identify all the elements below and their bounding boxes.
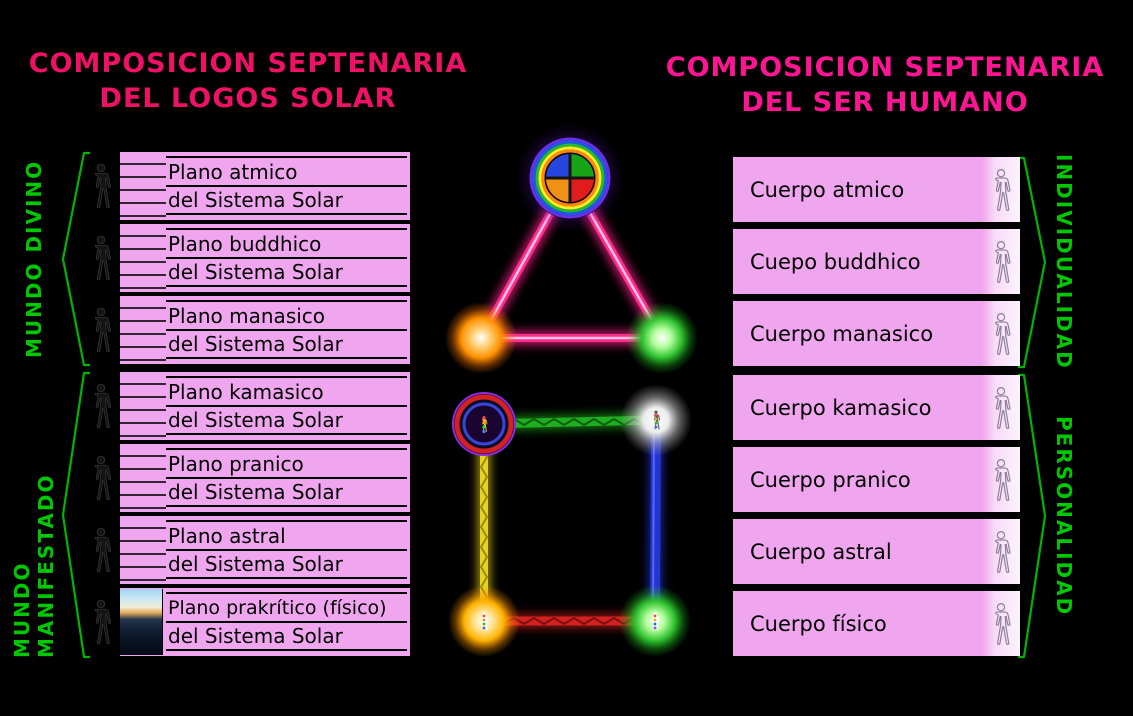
human-silhouette-icon xyxy=(83,372,118,440)
left-title-line1: COMPOSICION SEPTENARIA xyxy=(28,48,468,79)
ruled-lines xyxy=(120,224,166,292)
right-body-row-2: Cuepo buddhico xyxy=(733,229,1020,294)
right-body-row-6: Cuerpo astral xyxy=(733,519,1020,584)
right-body-row-5: Cuerpo pranico xyxy=(733,447,1020,512)
plane-label: Plano pranico del Sistema Solar xyxy=(166,448,407,508)
human-silhouette-icon xyxy=(83,152,118,220)
ruled-lines xyxy=(120,372,166,440)
human-outline-icon xyxy=(982,447,1020,512)
human-silhouette-icon xyxy=(83,224,118,292)
plane-name: Plano astral xyxy=(166,523,407,551)
label-mundo-manifestado: MUNDO MANIFESTADO xyxy=(10,473,58,658)
label-personalidad: PERSONALIDAD xyxy=(1052,415,1076,617)
left-plane-row-5: Plano pranico del Sistema Solar xyxy=(120,444,410,512)
right-body-row-1: Cuerpo atmico xyxy=(733,157,1020,222)
plane-label: Plano prakrítico (físico) del Sistema So… xyxy=(166,592,407,652)
plane-subtitle: del Sistema Solar xyxy=(166,623,407,651)
body-label: Cuerpo kamasico xyxy=(750,395,932,420)
left-plane-row-1: Plano atmico del Sistema Solar xyxy=(120,152,410,220)
seascape-photo-thumbnail xyxy=(120,589,163,655)
plane-subtitle: del Sistema Solar xyxy=(166,551,407,579)
orange-orb xyxy=(445,302,517,374)
plane-name: Plano atmico xyxy=(166,159,407,187)
plane-name: Plano buddhico xyxy=(166,231,407,259)
label-individualidad: INDIVIDUALIDAD xyxy=(1052,154,1076,370)
human-silhouette-icon xyxy=(83,516,118,584)
right-title-line2: DEL SER HUMANO xyxy=(741,87,1029,118)
right-body-row-7: Cuerpo físico xyxy=(733,591,1020,656)
body-label: Cuerpo astral xyxy=(750,539,892,564)
left-plane-row-3: Plano manasico del Sistema Solar xyxy=(120,296,410,364)
plane-name: Plano prakrítico (físico) xyxy=(166,595,407,623)
body-label: Cuepo buddhico xyxy=(750,249,921,274)
human-outline-icon xyxy=(982,375,1020,440)
green-orb xyxy=(626,302,698,374)
body-label: Cuerpo pranico xyxy=(750,467,911,492)
plane-label: Plano manasico del Sistema Solar xyxy=(166,300,407,360)
label-mundo-divino: MUNDO DIVINO xyxy=(22,159,46,359)
green-square-orb xyxy=(619,585,691,657)
plane-subtitle: del Sistema Solar xyxy=(166,331,407,359)
human-outline-icon xyxy=(982,591,1020,656)
body-label: Cuerpo atmico xyxy=(750,177,905,202)
right-body-row-4: Cuerpo kamasico xyxy=(733,375,1020,440)
ruled-lines xyxy=(120,444,166,512)
plane-name: Plano manasico xyxy=(166,303,407,331)
left-plane-row-2: Plano buddhico del Sistema Solar xyxy=(120,224,410,292)
square-edges xyxy=(479,415,661,626)
plane-label: Plano astral del Sistema Solar xyxy=(166,520,407,580)
human-silhouette-icon xyxy=(83,296,118,364)
right-personality-brace xyxy=(1018,373,1047,659)
gold-orb xyxy=(448,585,520,657)
left-title: COMPOSICION SEPTENARIA DEL LOGOS SOLAR xyxy=(28,46,468,116)
right-title-line1: COMPOSICION SEPTENARIA xyxy=(665,52,1105,83)
human-silhouette-icon xyxy=(83,444,118,512)
human-outline-icon xyxy=(982,301,1020,366)
rainbow-quadrant-orb xyxy=(516,124,624,232)
plane-subtitle: del Sistema Solar xyxy=(166,407,407,435)
right-individuality-brace xyxy=(1018,156,1047,369)
right-title: COMPOSICION SEPTENARIA DEL SER HUMANO xyxy=(652,50,1118,120)
plane-label: Plano buddhico del Sistema Solar xyxy=(166,228,407,288)
plane-label: Plano atmico del Sistema Solar xyxy=(166,156,407,216)
mandala-orb xyxy=(452,392,516,456)
plane-subtitle: del Sistema Solar xyxy=(166,479,407,507)
left-plane-row-7: Plano prakrítico (físico) del Sistema So… xyxy=(120,588,410,656)
white-orb xyxy=(620,384,692,456)
plane-label: Plano kamasico del Sistema Solar xyxy=(166,376,407,436)
human-outline-icon xyxy=(982,157,1020,222)
right-body-row-3: Cuerpo manasico xyxy=(733,301,1020,366)
body-label: Cuerpo manasico xyxy=(750,321,934,346)
body-label: Cuerpo físico xyxy=(750,611,887,636)
ruled-lines xyxy=(120,296,166,364)
left-title-line2: DEL LOGOS SOLAR xyxy=(99,83,397,114)
human-outline-icon xyxy=(982,519,1020,584)
plane-subtitle: del Sistema Solar xyxy=(166,187,407,215)
triangle-square-diagram xyxy=(445,124,698,657)
human-outline-icon xyxy=(982,229,1020,294)
plane-name: Plano pranico xyxy=(166,451,407,479)
plane-subtitle: del Sistema Solar xyxy=(166,259,407,287)
left-plane-row-6: Plano astral del Sistema Solar xyxy=(120,516,410,584)
plane-name: Plano kamasico xyxy=(166,379,407,407)
ruled-lines xyxy=(120,516,166,584)
left-plane-row-4: Plano kamasico del Sistema Solar xyxy=(120,372,410,440)
human-silhouette-icon xyxy=(83,588,118,656)
ruled-lines xyxy=(120,152,166,220)
